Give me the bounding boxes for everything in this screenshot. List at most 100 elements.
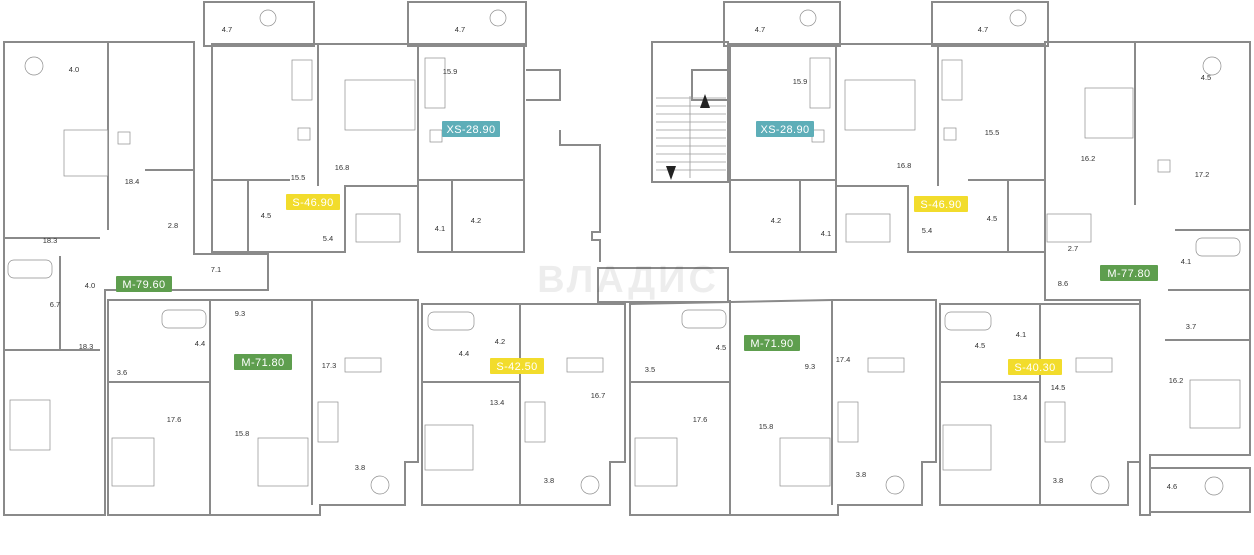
room-area-label: 16.2 [1081, 154, 1096, 163]
room-area-label: 4.4 [459, 349, 469, 358]
room-area-label: 2.7 [1068, 244, 1078, 253]
room-area-label: 3.8 [856, 470, 866, 479]
apartment-code: S-42.50 [496, 361, 537, 373]
room-area-label: 4.7 [978, 25, 988, 34]
room-area-label: 3.5 [645, 365, 655, 374]
apartment-code: M-79.60 [122, 279, 165, 291]
apartment-code: M-71.90 [750, 338, 793, 350]
apartment-badge[interactable]: S-40.30 [1008, 359, 1062, 375]
apartment-badge[interactable]: S-42.50 [490, 358, 544, 374]
apartment-area[interactable] [1044, 41, 1251, 516]
interior-walls [4, 42, 1250, 515]
room-area-label: 18.3 [43, 236, 58, 245]
room-area-label: 17.6 [693, 415, 708, 424]
room-area-label: 16.8 [335, 163, 350, 172]
apartment-badge[interactable]: M-71.80 [234, 354, 292, 370]
room-area-label: 4.2 [471, 216, 481, 225]
room-area-label: 4.5 [975, 341, 985, 350]
room-area-label: 4.4 [195, 339, 205, 348]
apartment-code: S-46.90 [292, 197, 333, 209]
room-area-label: 15.5 [291, 173, 306, 182]
elevator-shaft [597, 267, 729, 303]
apartment-area[interactable] [417, 43, 525, 253]
room-area-label: 4.0 [85, 281, 95, 290]
apartment-badge[interactable]: M-71.90 [744, 335, 800, 351]
apartment-area[interactable] [3, 41, 269, 516]
room-area-label: 3.7 [1186, 322, 1196, 331]
apartment-area[interactable] [629, 299, 937, 516]
room-area-label: 15.8 [235, 429, 250, 438]
room-area-label: 3.8 [1053, 476, 1063, 485]
room-area-label: 4.1 [435, 224, 445, 233]
apartment-code: S-40.30 [1014, 362, 1055, 374]
room-area-label: 15.8 [759, 422, 774, 431]
corridor-wall [526, 69, 561, 101]
stair-down-arrow-icon [666, 166, 676, 180]
apartment-code: XS-28.90 [446, 124, 495, 136]
apartment-area[interactable] [107, 299, 419, 516]
room-area-label: 13.4 [1013, 393, 1028, 402]
apartment-code: S-46.90 [920, 199, 961, 211]
room-area-label: 13.4 [490, 398, 505, 407]
room-area-label: 4.2 [495, 337, 505, 346]
balcony [407, 1, 527, 47]
room-area-label: 16.2 [1169, 376, 1184, 385]
room-area-label: 4.7 [455, 25, 465, 34]
room-area-label: 15.9 [443, 67, 458, 76]
room-area-label: 4.6 [1167, 482, 1177, 491]
apartment-code: XS-28.90 [760, 124, 809, 136]
apartment-badge[interactable]: XS-28.90 [756, 121, 814, 137]
room-area-label: 4.5 [261, 211, 271, 220]
apartment-badge[interactable]: S-46.90 [286, 194, 340, 210]
room-area-label: 9.3 [805, 362, 815, 371]
corridor-wall [559, 130, 601, 262]
room-area-label: 14.5 [1051, 383, 1066, 392]
room-area-label: 4.7 [222, 25, 232, 34]
stairs [656, 96, 726, 178]
apartment-badge[interactable]: XS-28.90 [442, 121, 500, 137]
room-area-label: 6.7 [50, 300, 60, 309]
room-area-label: 15.5 [985, 128, 1000, 137]
stair-up-arrow-icon [700, 94, 710, 108]
balcony [723, 1, 841, 47]
room-area-label: 4.1 [1181, 257, 1191, 266]
room-area-label: 8.6 [1058, 279, 1068, 288]
room-area-label: 9.3 [235, 309, 245, 318]
room-area-label: 17.2 [1195, 170, 1210, 179]
apartment-area[interactable] [939, 303, 1141, 506]
balcony [203, 1, 315, 47]
room-area-label: 2.8 [168, 221, 178, 230]
furniture [7, 9, 1241, 496]
room-labels: 4.7 4.7 4.7 4.7 4.0 18.4 2.8 18.3 4.0 6.… [43, 25, 1212, 491]
stairwell [651, 41, 729, 183]
apartment-badge[interactable]: S-46.90 [914, 196, 968, 212]
balcony [1149, 467, 1251, 513]
room-area-label: 5.4 [922, 226, 932, 235]
room-area-label: 3.8 [355, 463, 365, 472]
apartment-code: M-71.80 [241, 357, 284, 369]
corridor-wall [691, 69, 728, 101]
apartment-area[interactable] [729, 43, 837, 253]
apartment-badge[interactable]: M-79.60 [116, 276, 172, 292]
room-area-label: 3.6 [117, 368, 127, 377]
room-area-label: 7.1 [211, 265, 221, 274]
balcony [931, 1, 1049, 47]
apartment-badge[interactable]: M-77.80 [1100, 265, 1158, 281]
room-area-label: 16.8 [897, 161, 912, 170]
watermark: ВЛАДИС [537, 259, 719, 301]
room-area-label: 4.0 [69, 65, 79, 74]
room-area-label: 18.3 [79, 342, 94, 351]
room-area-label: 16.7 [591, 391, 606, 400]
room-area-label: 18.4 [125, 177, 140, 186]
room-area-label: 17.6 [167, 415, 182, 424]
apartment-code: M-77.80 [1107, 268, 1150, 280]
room-area-label: 3.8 [544, 476, 554, 485]
room-area-label: 17.3 [322, 361, 337, 370]
room-area-label: 17.4 [836, 355, 851, 364]
room-area-label: 15.9 [793, 77, 808, 86]
room-area-label: 5.4 [323, 234, 333, 243]
room-area-label: 4.5 [716, 343, 726, 352]
apartment-area[interactable] [421, 303, 626, 506]
room-area-label: 4.1 [1016, 330, 1026, 339]
